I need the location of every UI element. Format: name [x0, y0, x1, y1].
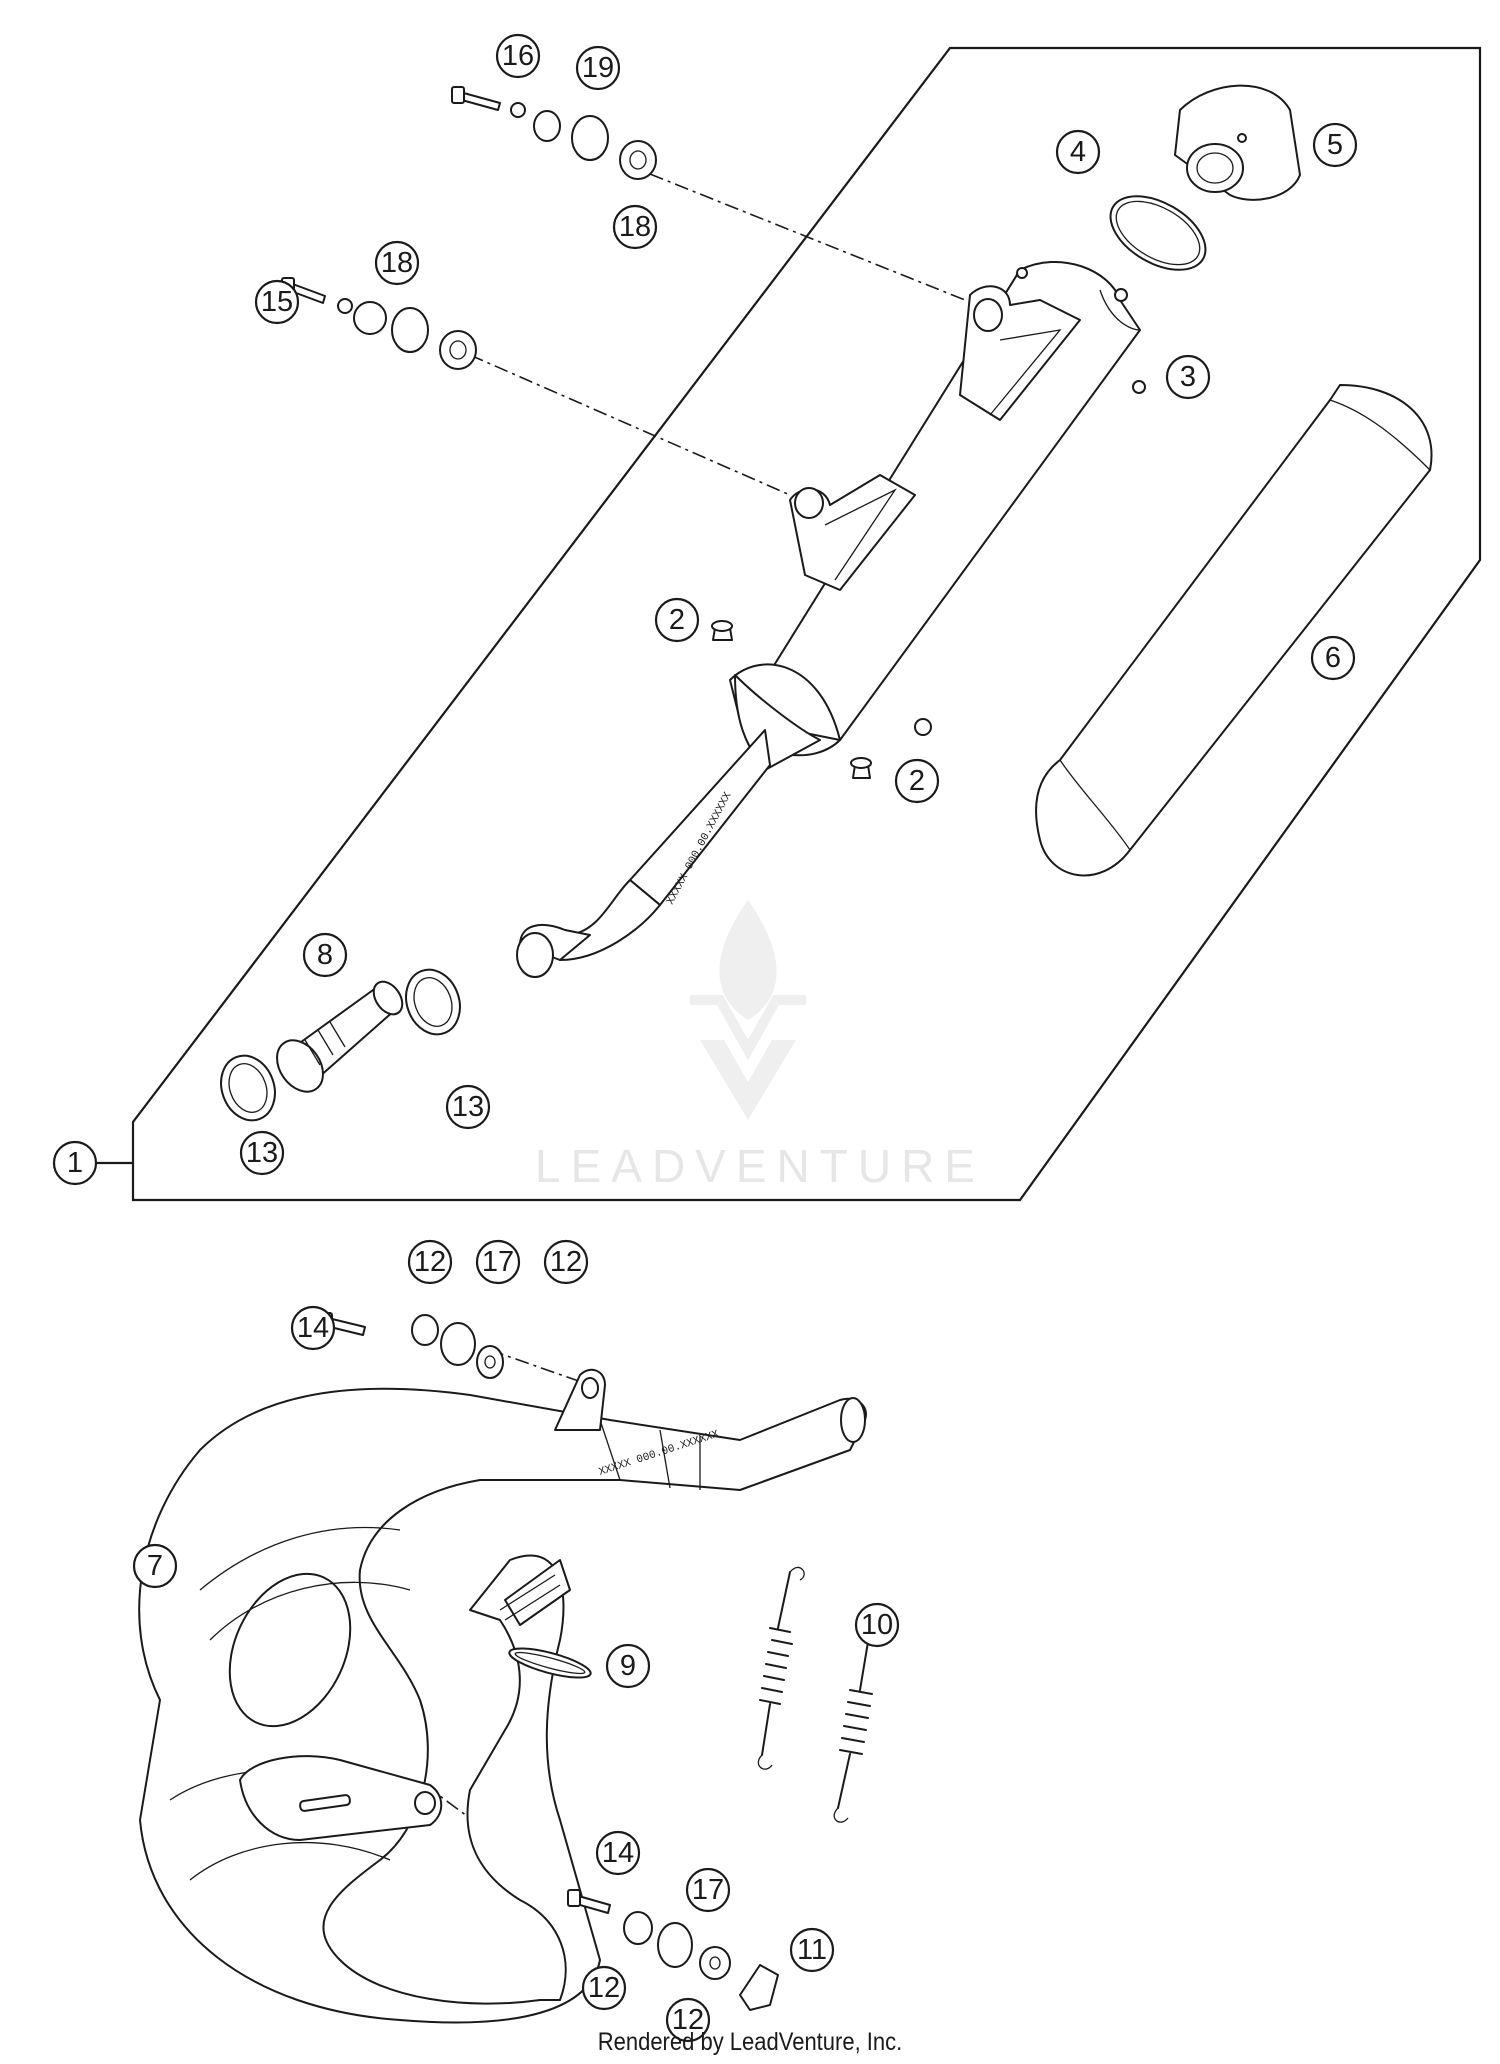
svg-text:15: 15: [261, 286, 293, 318]
svg-text:12: 12: [588, 1972, 620, 2004]
svg-text:7: 7: [147, 1550, 163, 1582]
callout-11: 11: [789, 1927, 835, 1973]
svg-text:13: 13: [246, 1137, 278, 1169]
callout-14: 14: [290, 1305, 336, 1351]
gasket-inner: [228, 1063, 268, 1113]
svg-text:13: 13: [452, 1091, 484, 1123]
callout-15: 15: [254, 279, 300, 325]
svg-text:5: 5: [1327, 129, 1343, 161]
svg-text:17: 17: [482, 1246, 514, 1278]
pipe-o-ring: [508, 1647, 592, 1679]
svg-text:8: 8: [317, 939, 333, 971]
screw: [1132, 380, 1146, 394]
svg-text:14: 14: [297, 1312, 329, 1344]
svg-text:2: 2: [669, 604, 685, 636]
lower-pipe-bracket: [239, 1755, 443, 1841]
connector-sleeve: [276, 980, 404, 1093]
callout-2: 2: [894, 758, 940, 804]
callout-9: 9: [605, 1643, 651, 1689]
footer-credit: Rendered by LeadVenture, Inc.: [597, 2028, 903, 2056]
rivet: [850, 757, 872, 779]
svg-text:17: 17: [692, 1874, 724, 1906]
nut: [1016, 267, 1028, 279]
callout-1: 1: [52, 1140, 98, 1186]
callout-18: 18: [612, 204, 658, 250]
callout-4: 4: [1055, 129, 1101, 175]
o-ring-inner: [1115, 200, 1201, 266]
svg-text:16: 16: [502, 40, 534, 72]
svg-text:3: 3: [1180, 361, 1196, 393]
upper-mount-hardware: [451, 86, 657, 180]
callout-5: 5: [1312, 122, 1358, 168]
svg-text:6: 6: [1325, 642, 1341, 674]
leader-line: [489, 1349, 591, 1386]
gasket-inner: [413, 977, 453, 1027]
exhaust-spring: [833, 1626, 885, 1823]
callout-14: 14: [595, 1830, 641, 1876]
callout-12: 12: [407, 1239, 453, 1285]
upper-pipe-bracket: [554, 1368, 606, 1431]
callout-17: 17: [685, 1867, 731, 1913]
callout-8: 8: [302, 932, 348, 978]
callout-17: 17: [475, 1239, 521, 1285]
watermark-text: LEADVENTURE: [535, 1140, 985, 1192]
svg-text:19: 19: [582, 52, 614, 84]
header-pipe: XXXXX 000.00.XXXXXX: [138, 1387, 867, 2024]
screw: [1114, 288, 1128, 302]
callout-19: 19: [575, 45, 621, 91]
leader-line: [469, 354, 791, 496]
lower-mount-bracket: [789, 474, 916, 591]
gasket: [405, 968, 461, 1036]
svg-text:1: 1: [67, 1147, 83, 1179]
svg-text:4: 4: [1070, 136, 1086, 168]
callout-12: 12: [543, 1239, 589, 1285]
callout-6: 6: [1310, 635, 1356, 681]
svg-text:2: 2: [909, 765, 925, 797]
callout-12: 12: [665, 1997, 711, 2043]
exhaust-spring: [757, 1566, 805, 1770]
leader-line: [649, 173, 971, 303]
svg-text:14: 14: [602, 1837, 634, 1869]
callout-16: 16: [495, 33, 541, 79]
svg-text:11: 11: [797, 1934, 827, 1966]
svg-text:10: 10: [861, 1609, 893, 1641]
lower-header-hardware: [567, 1889, 779, 2011]
gasket: [220, 1054, 276, 1122]
callout-18: 18: [374, 240, 420, 286]
svg-text:18: 18: [619, 211, 651, 243]
svg-text:9: 9: [620, 1650, 636, 1682]
mid-mount-hardware: [281, 277, 477, 370]
upper-mount-bracket: [959, 285, 1081, 421]
svg-text:12: 12: [672, 2004, 704, 2036]
o-ring: [1109, 195, 1207, 271]
rivet-head: [914, 718, 932, 736]
end-cap: [1174, 84, 1301, 201]
assembly-frame: [131, 46, 1482, 1202]
callout-13: 13: [445, 1084, 491, 1130]
svg-text:12: 12: [550, 1246, 582, 1278]
leadventure-watermark: LEADVENTURE: [535, 900, 985, 1192]
callout-7: 7: [132, 1543, 178, 1589]
upper-header-hardware: [319, 1312, 504, 1379]
callout-13: 13: [239, 1130, 285, 1176]
callout-12: 12: [581, 1965, 627, 2011]
svg-text:18: 18: [381, 247, 413, 279]
callout-10: 10: [854, 1602, 900, 1648]
rivet: [711, 620, 733, 641]
silencer-body: XXXXX 000.00.XXXXXX: [516, 261, 1141, 978]
svg-text:12: 12: [414, 1246, 446, 1278]
callout-2: 2: [654, 597, 700, 643]
callout-3: 3: [1165, 354, 1211, 400]
silencer-packing: [1035, 384, 1433, 877]
